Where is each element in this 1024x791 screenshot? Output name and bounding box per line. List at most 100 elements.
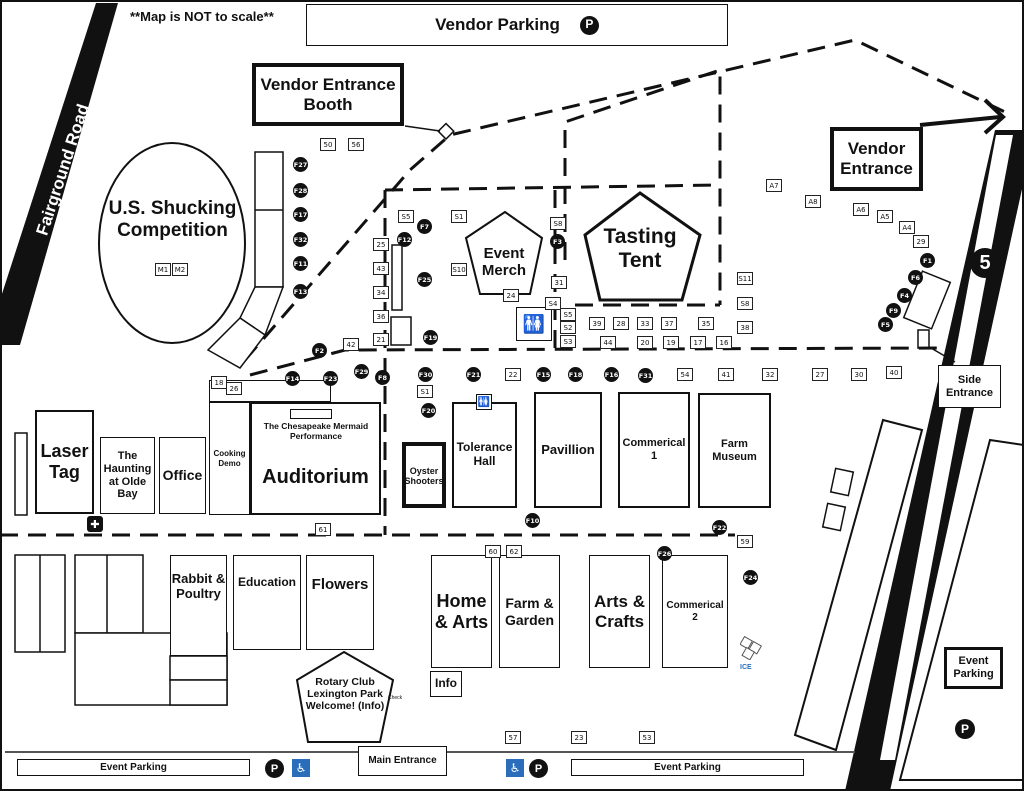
- food-vendor-f32[interactable]: F32: [293, 232, 308, 247]
- food-vendor-f3[interactable]: F3: [550, 234, 565, 249]
- food-vendor-f28[interactable]: F28: [293, 183, 308, 198]
- cooking-demo[interactable]: Cooking Demo: [209, 402, 250, 515]
- booth-53[interactable]: 53: [639, 731, 655, 744]
- booth-28[interactable]: 28: [613, 317, 629, 330]
- vendor-entrance-booth[interactable]: Vendor Entrance Booth: [252, 63, 404, 126]
- home-arts[interactable]: Home & Arts: [431, 555, 492, 668]
- food-vendor-f19[interactable]: F19: [423, 330, 438, 345]
- booth-43[interactable]: 43: [373, 262, 389, 275]
- commerical-2[interactable]: Commerical 2: [662, 555, 728, 668]
- booth-22[interactable]: 22: [505, 368, 521, 381]
- food-vendor-f22[interactable]: F22: [712, 520, 727, 535]
- food-vendor-f9[interactable]: F9: [886, 303, 901, 318]
- booth-59[interactable]: 59: [737, 535, 753, 548]
- tasting-tent[interactable]: Tasting Tent: [603, 225, 677, 273]
- booth-s1[interactable]: S1: [451, 210, 467, 223]
- food-vendor-f12[interactable]: F12: [397, 232, 412, 247]
- booth-36[interactable]: 36: [373, 310, 389, 323]
- food-vendor-f31[interactable]: F31: [638, 368, 653, 383]
- rabbit-poultry[interactable]: Rabbit & Poultry: [170, 555, 227, 656]
- food-vendor-f8[interactable]: F8: [375, 370, 390, 385]
- food-vendor-f14[interactable]: F14: [285, 371, 300, 386]
- pavillion[interactable]: Pavillion: [534, 392, 602, 508]
- main-entrance[interactable]: Main Entrance: [358, 746, 447, 776]
- food-vendor-f29[interactable]: F29: [354, 364, 369, 379]
- booth-s10[interactable]: S10: [451, 263, 467, 276]
- booth-56[interactable]: 56: [348, 138, 364, 151]
- booth-s8[interactable]: S8: [737, 297, 753, 310]
- info-booth[interactable]: Info: [430, 671, 462, 697]
- booth-34[interactable]: 34: [373, 286, 389, 299]
- booth-27[interactable]: 27: [812, 368, 828, 381]
- side-entrance[interactable]: Side Entrance: [938, 365, 1001, 408]
- booth-m1[interactable]: M1: [155, 263, 171, 276]
- education[interactable]: Education: [233, 555, 301, 650]
- food-vendor-f5[interactable]: F5: [878, 317, 893, 332]
- booth-s4[interactable]: S4: [545, 297, 561, 310]
- food-vendor-f13[interactable]: F13: [293, 284, 308, 299]
- booth-41[interactable]: 41: [718, 368, 734, 381]
- food-vendor-f26[interactable]: F26: [657, 546, 672, 561]
- booth-42[interactable]: 42: [343, 338, 359, 351]
- food-vendor-f7[interactable]: F7: [417, 219, 432, 234]
- booth-26[interactable]: 26: [226, 382, 242, 395]
- booth-21[interactable]: 21: [373, 333, 389, 346]
- booth-23[interactable]: 23: [571, 731, 587, 744]
- booth-s2[interactable]: S2: [560, 321, 576, 334]
- office[interactable]: Office: [159, 437, 206, 514]
- booth-62[interactable]: 62: [506, 545, 522, 558]
- booth-25[interactable]: 25: [373, 238, 389, 251]
- food-vendor-f20[interactable]: F20: [421, 403, 436, 418]
- booth-a4[interactable]: A4: [899, 221, 915, 234]
- booth-37[interactable]: 37: [661, 317, 677, 330]
- booth-m2[interactable]: M2: [172, 263, 188, 276]
- booth-32[interactable]: 32: [762, 368, 778, 381]
- commerical-1[interactable]: Commerical 1: [618, 392, 690, 508]
- booth-19[interactable]: 19: [663, 336, 679, 349]
- booth-30[interactable]: 30: [851, 368, 867, 381]
- arts-crafts[interactable]: Arts & Crafts: [589, 555, 650, 668]
- laser-tag[interactable]: Laser Tag: [35, 410, 94, 514]
- booth-s1[interactable]: S1: [417, 385, 433, 398]
- booth-a5[interactable]: A5: [877, 210, 893, 223]
- booth-17[interactable]: 17: [690, 336, 706, 349]
- booth-s5[interactable]: S5: [560, 308, 576, 321]
- vendor-parking[interactable]: Vendor Parking P: [306, 4, 728, 46]
- booth-s11[interactable]: S11: [737, 272, 753, 285]
- booth-57[interactable]: 57: [505, 731, 521, 744]
- booth-61[interactable]: 61: [315, 523, 331, 536]
- event-parking-bottom-right[interactable]: Event Parking: [571, 759, 804, 776]
- booth-29[interactable]: 29: [913, 235, 929, 248]
- food-vendor-f16[interactable]: F16: [604, 367, 619, 382]
- booth-a7[interactable]: A7: [766, 179, 782, 192]
- shucking-competition[interactable]: U.S. Shucking Competition: [108, 198, 237, 241]
- farm-garden[interactable]: Farm & Garden: [499, 555, 560, 668]
- booth-60[interactable]: 60: [485, 545, 501, 558]
- booth-38[interactable]: 38: [737, 321, 753, 334]
- booth-39[interactable]: 39: [589, 317, 605, 330]
- booth-s8[interactable]: S8: [550, 217, 566, 230]
- food-vendor-f27[interactable]: F27: [293, 157, 308, 172]
- booth-a6[interactable]: A6: [853, 203, 869, 216]
- food-vendor-f4[interactable]: F4: [897, 288, 912, 303]
- booth-31[interactable]: 31: [551, 276, 567, 289]
- booth-16[interactable]: 16: [716, 336, 732, 349]
- food-vendor-f15[interactable]: F15: [536, 367, 551, 382]
- food-vendor-f17[interactable]: F17: [293, 207, 308, 222]
- haunting[interactable]: The Haunting at Olde Bay: [100, 437, 155, 514]
- oyster-shooters[interactable]: Oyster Shooters: [402, 442, 446, 508]
- food-vendor-f10[interactable]: F10: [525, 513, 540, 528]
- food-vendor-f11[interactable]: F11: [293, 256, 308, 271]
- booth-44[interactable]: 44: [600, 336, 616, 349]
- booth-24[interactable]: 24: [503, 289, 519, 302]
- booth-40[interactable]: 40: [886, 366, 902, 379]
- tolerance-hall[interactable]: Tolerance Hall: [452, 402, 517, 508]
- booth-s3[interactable]: S3: [560, 335, 576, 348]
- booth-20[interactable]: 20: [637, 336, 653, 349]
- event-parking-right-lot[interactable]: Event Parking: [944, 647, 1003, 689]
- rotary-club[interactable]: Rotary Club Lexington Park Welcome! (Inf…: [305, 676, 385, 713]
- booth-35[interactable]: 35: [698, 317, 714, 330]
- food-vendor-f1[interactable]: F1: [920, 253, 935, 268]
- food-vendor-f18[interactable]: F18: [568, 367, 583, 382]
- auditorium[interactable]: Auditorium: [250, 402, 381, 515]
